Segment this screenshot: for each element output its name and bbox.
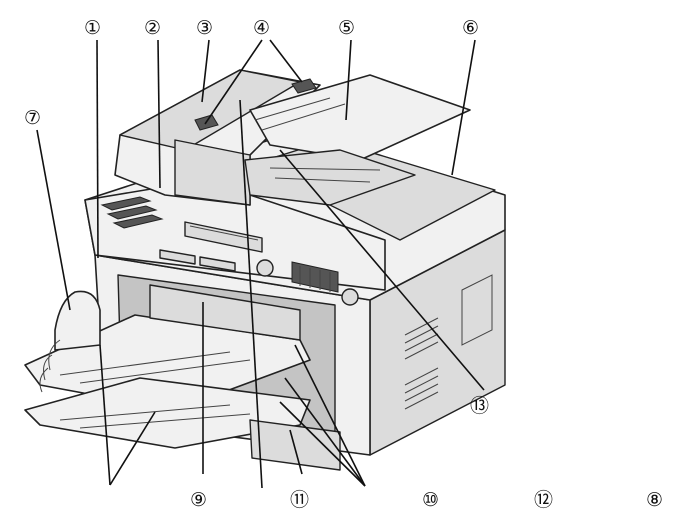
output-tray-lower xyxy=(24,377,311,449)
leader-bl-a xyxy=(99,344,111,486)
callout-13: ⑬ xyxy=(470,395,489,417)
callout-12: ⑫ xyxy=(534,489,553,511)
leader-11 xyxy=(289,429,303,475)
printer-illustration xyxy=(24,69,506,471)
leader-4a xyxy=(204,39,263,125)
leader-10a xyxy=(294,344,366,487)
leader-1 xyxy=(96,39,99,259)
callout-1: ① xyxy=(84,17,101,39)
panel-buttons xyxy=(100,196,359,306)
callouts: ① ② ③ ④ ⑤ ⑥ ⑦ ⑬ ⑨ ⑪ ⑩ ⑫ ⑧ xyxy=(24,17,663,511)
leader-3 xyxy=(201,39,210,103)
callout-10: ⑩ xyxy=(422,489,439,511)
side-vents xyxy=(404,274,493,410)
callout-4: ④ xyxy=(253,17,270,39)
callout-7: ⑦ xyxy=(24,107,41,129)
callout-5: ⑤ xyxy=(338,17,355,39)
leader-5 xyxy=(345,39,352,121)
callout-2: ② xyxy=(144,17,161,39)
callout-3: ③ xyxy=(196,17,213,39)
callout-11: ⑪ xyxy=(290,489,309,511)
callout-9: ⑨ xyxy=(190,489,207,511)
leader-lines xyxy=(36,39,485,489)
leader-6 xyxy=(451,39,476,176)
leader-10b xyxy=(284,377,366,487)
handset xyxy=(39,290,101,393)
feeder-front xyxy=(174,139,251,206)
document-guide-right xyxy=(291,78,317,94)
leader-4b xyxy=(269,39,303,83)
leader-7 xyxy=(36,129,71,311)
leader-13 xyxy=(279,149,485,391)
document-tray xyxy=(249,74,471,161)
paper-feed-tray xyxy=(149,284,301,341)
callout-6: ⑥ xyxy=(462,17,479,39)
leader-2 xyxy=(157,39,161,189)
leader-bl-b xyxy=(109,411,156,486)
document-exit-tray xyxy=(244,149,416,206)
front-cover xyxy=(249,419,341,471)
leader-10c xyxy=(279,401,366,487)
leader-vertical xyxy=(239,99,263,489)
callout-8: ⑧ xyxy=(646,489,663,511)
